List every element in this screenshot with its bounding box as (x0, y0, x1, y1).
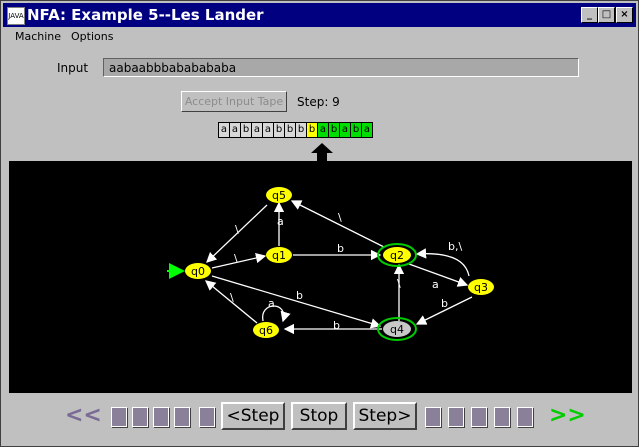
edge-q3-q4 (415, 296, 473, 325)
menu-machine[interactable]: Machine (15, 30, 62, 43)
future-block[interactable] (517, 407, 533, 427)
next-step-button[interactable]: Step> (353, 402, 417, 430)
edge-label-q1-q5: a (277, 215, 284, 228)
java-app-icon: JAVA (7, 7, 25, 25)
tape-cell: a (361, 122, 373, 138)
edge-q6-q0 (204, 280, 258, 324)
nfa-diagram: \ \ a \ b b,\ a b b b \ a \ q5 q0 (167, 187, 494, 341)
input-label: Input (57, 61, 89, 75)
edge-label-q0-q4: b (296, 289, 303, 302)
accept-input-tape-button[interactable]: Accept Input Tape (181, 91, 287, 112)
state-label: q0 (191, 265, 205, 278)
edge-label-q2-q3: a (432, 278, 439, 291)
edge-q0-q4 (211, 275, 382, 329)
edge-label-q0-q1: \ (234, 252, 238, 265)
history-block[interactable] (199, 407, 215, 427)
edge-label-q4-q6: b (333, 319, 340, 332)
state-q6[interactable]: q6 (253, 322, 279, 338)
history-block[interactable] (153, 407, 169, 427)
edge-q3-q2 (415, 248, 470, 277)
window-title: NFA: Example 5--Les Lander (27, 6, 264, 24)
tape: a a b a a b b b b a b a b a (218, 122, 373, 138)
edge-label-q1-q2: b (337, 242, 344, 255)
state-q0[interactable]: q0 (185, 263, 211, 279)
state-q2-final[interactable]: q2 (377, 243, 417, 267)
input-tape-field[interactable]: aabaabbbababababa (103, 58, 579, 77)
fast-forward-button[interactable]: >> (549, 403, 586, 428)
control-bar: << <Step Stop Step> >> (1, 399, 639, 435)
state-label: q6 (259, 324, 273, 337)
stop-button[interactable]: Stop (291, 402, 347, 430)
edge-q2-q3 (408, 263, 469, 287)
minimize-button[interactable]: _ (581, 7, 598, 23)
step-counter: Step: 9 (297, 95, 340, 109)
state-label: q2 (390, 249, 404, 262)
state-label: q1 (272, 249, 286, 262)
history-block[interactable] (132, 407, 148, 427)
maximize-button[interactable]: □ (598, 7, 615, 23)
state-label: q4 (390, 323, 404, 336)
future-block[interactable] (471, 407, 487, 427)
state-q1[interactable]: q1 (266, 247, 292, 263)
edge-label-q5-q0: \ (235, 223, 239, 236)
tape-head-arrow-icon (311, 143, 333, 165)
prev-step-button[interactable]: <Step (221, 402, 285, 430)
state-q4-final[interactable]: q4 (377, 317, 417, 341)
future-block[interactable] (448, 407, 464, 427)
close-button[interactable]: × (616, 7, 633, 23)
edge-label-q3-q4: b (441, 297, 448, 310)
history-block[interactable] (174, 407, 190, 427)
history-block[interactable] (111, 407, 127, 427)
state-q5[interactable]: q5 (266, 187, 292, 203)
future-block[interactable] (494, 407, 510, 427)
edge-label-q4-q2: \ (397, 277, 401, 290)
edge-q0-q1 (211, 252, 267, 269)
edge-q6-q6 (262, 305, 291, 323)
state-label: q3 (474, 281, 488, 294)
state-diagram-canvas: \ \ a \ b b,\ a b b b \ a \ q5 q0 (9, 161, 632, 393)
menu-bar: Machine Options (3, 28, 636, 46)
edge-label-q6-q0: \ (230, 291, 234, 304)
edge-label-q3-q2: b,\ (448, 240, 462, 253)
edge-q2-q5 (290, 200, 385, 248)
edge-label-q6-q6: a (268, 297, 275, 310)
title-bar: JAVA NFA: Example 5--Les Lander _ □ × (3, 3, 636, 27)
state-q3[interactable]: q3 (468, 279, 494, 295)
rewind-button[interactable]: << (65, 403, 102, 428)
edge-label-q2-q5: \ (338, 211, 342, 224)
menu-options[interactable]: Options (71, 30, 114, 43)
future-block[interactable] (425, 407, 441, 427)
state-label: q5 (272, 189, 286, 202)
edge-q5-q0 (206, 204, 268, 263)
